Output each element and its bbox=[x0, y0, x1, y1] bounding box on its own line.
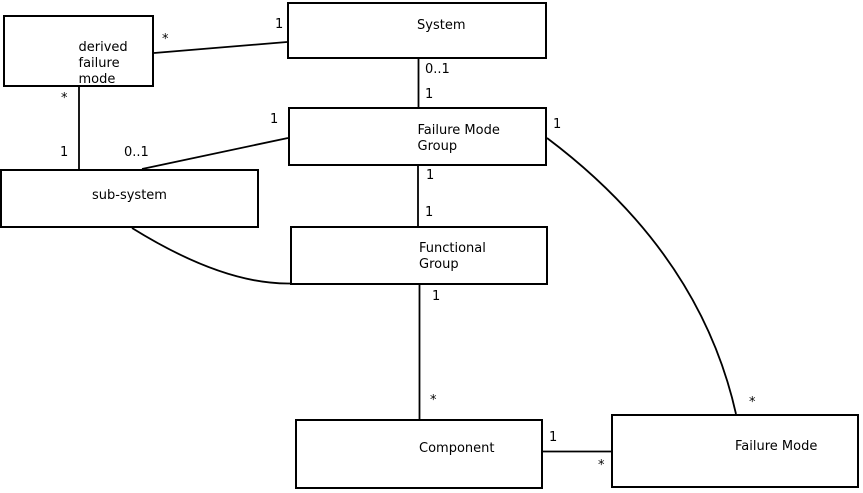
multiplicity-label: 1 bbox=[425, 87, 434, 102]
assoc-derived-failure-mode-system bbox=[153, 41, 288, 54]
multiplicity-label: 1 bbox=[270, 112, 279, 127]
assoc-sub-system-failure-mode-group bbox=[141, 137, 289, 170]
multiplicity-label: 1 bbox=[432, 289, 441, 304]
multiplicity-label: 0..1 bbox=[124, 145, 149, 160]
class-box-failure-mode[interactable]: Failure Mode bbox=[611, 414, 859, 488]
class-box-sub-system[interactable]: sub-system bbox=[0, 169, 259, 228]
multiplicity-label: * bbox=[430, 393, 437, 408]
class-box-functional-group[interactable]: Functional Group bbox=[290, 226, 548, 285]
multiplicity-label: 1 bbox=[426, 168, 435, 183]
multiplicity-label: * bbox=[61, 91, 68, 106]
multiplicity-label: 1 bbox=[275, 17, 284, 32]
assoc-failure-mode-group-failure-mode bbox=[546, 137, 737, 415]
class-box-failure-mode-group[interactable]: Failure Mode Group bbox=[288, 107, 547, 166]
class-name-sub-system: sub-system bbox=[92, 188, 167, 203]
class-name-component: Component bbox=[419, 441, 495, 456]
class-name-functional-group: Functional Group bbox=[419, 241, 486, 272]
multiplicity-label: * bbox=[598, 458, 605, 473]
multiplicity-label: 1 bbox=[549, 430, 558, 445]
multiplicity-label: 1 bbox=[553, 117, 562, 132]
multiplicity-label: 1 bbox=[425, 205, 434, 220]
multiplicity-label: * bbox=[162, 32, 169, 47]
class-box-derived-failure-mode[interactable]: derived failure mode bbox=[3, 15, 154, 87]
multiplicity-label: * bbox=[749, 395, 756, 410]
class-name-derived-failure-mode: derived failure mode bbox=[78, 40, 128, 87]
class-name-system: System bbox=[417, 18, 466, 33]
class-name-failure-mode: Failure Mode bbox=[735, 439, 818, 454]
class-name-failure-mode-group: Failure Mode Group bbox=[417, 123, 500, 154]
multiplicity-label: 1 bbox=[60, 145, 69, 160]
class-box-system[interactable]: System bbox=[287, 2, 547, 59]
class-box-component[interactable]: Component bbox=[295, 419, 543, 489]
assoc-sub-system-functional-group bbox=[131, 227, 291, 285]
multiplicity-label: 0..1 bbox=[425, 62, 450, 77]
